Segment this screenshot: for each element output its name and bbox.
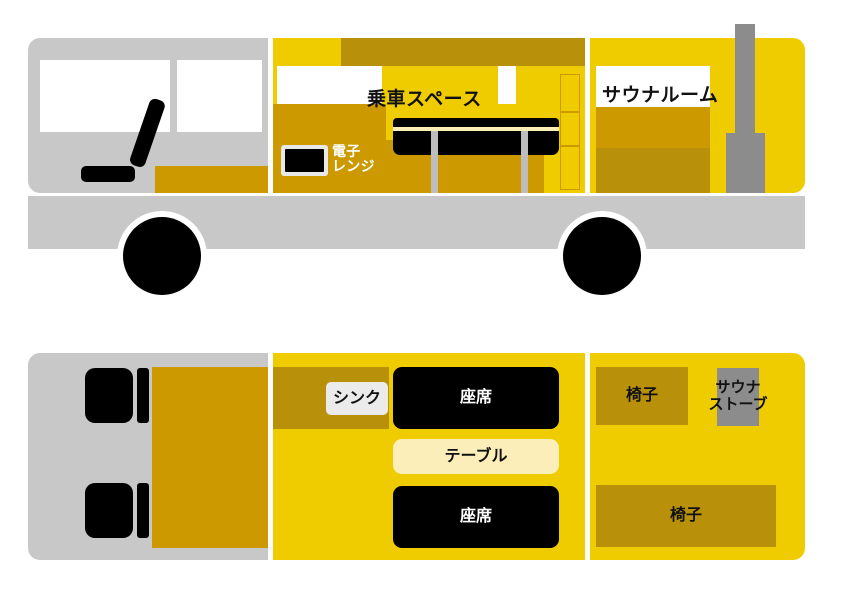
side-bench-leg-right — [521, 131, 528, 193]
microwave-label-line1: 電子 — [332, 143, 361, 159]
side-cab-side-window — [177, 60, 262, 132]
plan-driver-seat-cushion — [85, 368, 133, 423]
side-sauna-bench-upper — [596, 107, 710, 148]
side-view: 乗車スペース 電子 レンジ サウナルーム — [28, 24, 805, 295]
front-wheel — [123, 217, 201, 295]
side-sauna-label-box — [596, 66, 710, 107]
plan-seat-lower[interactable]: 座席 — [393, 486, 559, 548]
plan-passenger-seat-back — [137, 483, 149, 538]
rear-wheel — [563, 217, 641, 295]
plan-cab-floor — [152, 367, 268, 548]
plan-sink[interactable]: シンク — [326, 382, 388, 415]
plan-view: シンク 座席 テーブル 座席 椅子 サウナ ストーブ 椅子 — [0, 300, 842, 595]
side-sauna-bench-lower — [596, 148, 710, 193]
stove-label-line1: サウナ — [715, 379, 761, 397]
side-table-top — [393, 118, 559, 127]
side-microwave-label: 電子 レンジ — [332, 143, 375, 175]
side-cabin-label: 乗車スペース — [367, 89, 482, 110]
plan-chair-lower[interactable]: 椅子 — [596, 485, 776, 547]
side-cabin-window-right — [498, 66, 516, 104]
plan-chair-upper[interactable]: 椅子 — [596, 367, 688, 425]
microwave-label-line2: レンジ — [332, 158, 375, 175]
side-table-edge — [393, 127, 559, 131]
side-microwave — [281, 145, 328, 176]
plan-seat-upper[interactable]: 座席 — [393, 367, 559, 429]
plan-table[interactable]: テーブル — [393, 439, 559, 474]
side-bench-seat — [393, 131, 559, 155]
stove-label-line2: ストーブ — [708, 396, 768, 413]
microwave-screen — [285, 149, 324, 172]
plan-passenger-seat-cushion — [85, 483, 133, 538]
side-driver-seat-base — [81, 166, 135, 182]
side-stove-base — [726, 133, 765, 193]
side-cabin-window-left — [277, 66, 382, 104]
side-cab-floor-strip — [155, 166, 268, 193]
side-bench-leg-left — [431, 131, 438, 193]
plan-sauna-stove[interactable]: サウナ ストーブ — [708, 368, 768, 426]
side-cabin-roof-band — [341, 38, 585, 66]
side-door-panel-top[interactable] — [560, 74, 580, 112]
plan-driver-seat-back — [137, 368, 149, 423]
side-door-panel-middle[interactable] — [560, 112, 580, 146]
side-sauna-label: サウナルーム — [602, 85, 719, 106]
side-door-panel-bottom[interactable] — [560, 146, 580, 190]
